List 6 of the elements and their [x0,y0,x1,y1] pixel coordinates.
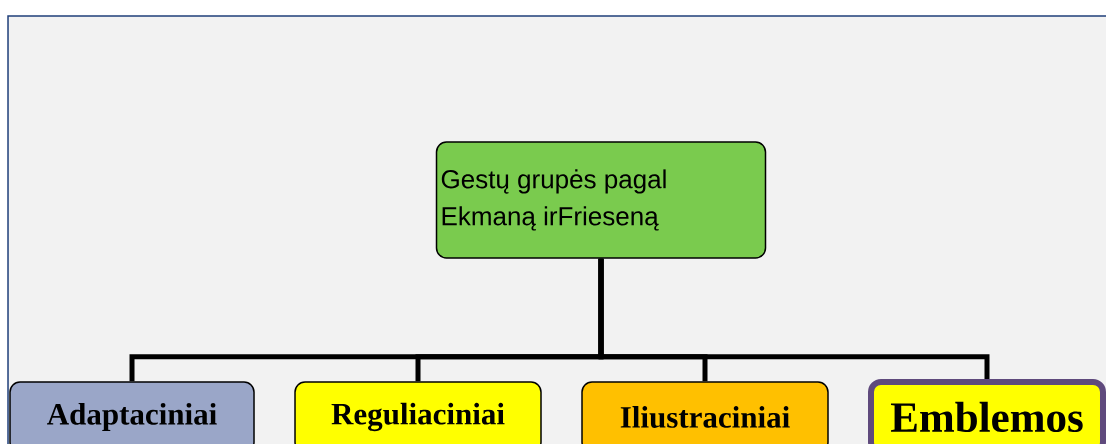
category-box: Adaptaciniai [9,381,255,444]
root-box: Gestų grupės pagal Ekmaną irFrieseną [435,141,767,259]
category-box: Reguliaciniai [294,381,542,444]
connector-line [598,258,990,379]
category-box: Emblemos [868,379,1106,444]
category-box: Iliustraciniai [581,381,829,444]
